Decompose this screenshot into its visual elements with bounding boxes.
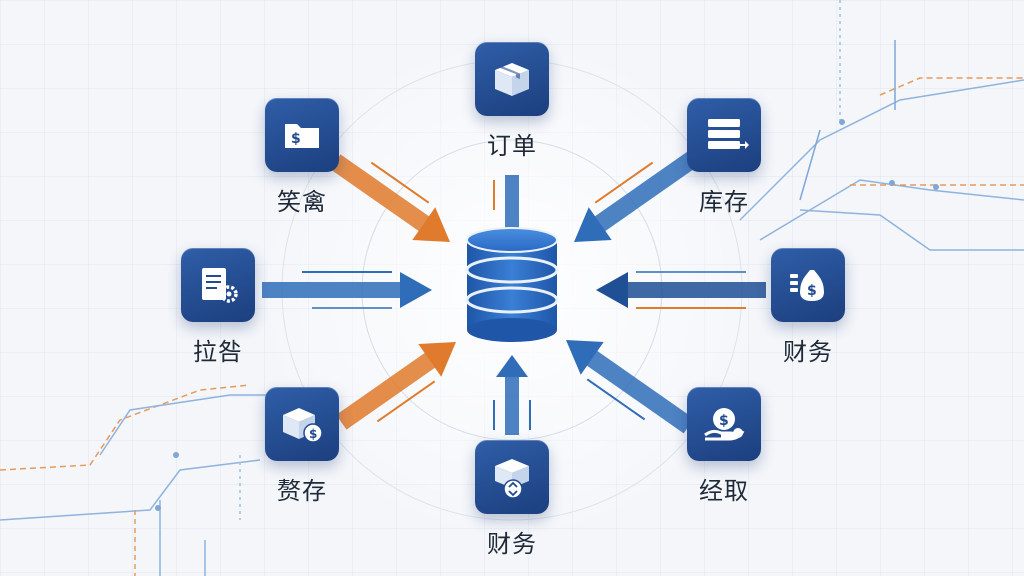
box-exchange-icon — [495, 459, 529, 499]
arrow-bottom-right — [566, 340, 695, 434]
node-top[interactable]: 订单 — [437, 42, 587, 161]
node-right-tile: $ — [771, 248, 845, 322]
arrow-top-left — [330, 154, 450, 242]
node-top-left-label: 笑禽 — [277, 188, 327, 216]
svg-text:$: $ — [291, 131, 301, 147]
circuit-lines-left — [0, 384, 290, 576]
box-icon — [495, 63, 529, 96]
node-bottom-left-label: 赘存 — [277, 477, 327, 505]
node-top-right-tile — [687, 98, 761, 172]
node-top-right-label: 库存 — [699, 188, 749, 216]
svg-text:$: $ — [719, 413, 729, 429]
arrow-bottom-left — [336, 342, 456, 430]
node-bottom-left[interactable]: $ 赘存 — [227, 387, 377, 506]
node-bottom[interactable]: 财务 — [437, 440, 587, 559]
arrow-bottom — [493, 355, 531, 435]
node-bottom-right-label: 经取 — [699, 477, 749, 505]
node-left-tile — [181, 248, 255, 322]
arrow-right — [596, 271, 766, 309]
coin-hand-icon: $ — [704, 408, 745, 441]
circuit-lines-right — [739, 0, 1024, 251]
folder-dollar-icon: $ — [285, 124, 319, 148]
node-bottom-tile — [475, 440, 549, 514]
node-top-left-tile: $ — [265, 98, 339, 172]
arrow-top-right — [574, 148, 703, 242]
document-gear-icon — [202, 268, 238, 303]
node-top-tile — [475, 42, 549, 116]
box-dollar-icon: $ — [283, 408, 323, 443]
database-icon — [465, 227, 559, 342]
node-bottom-right-tile: $ — [687, 387, 761, 461]
node-bottom-left-tile: $ — [265, 387, 339, 461]
node-bottom-label: 财务 — [487, 530, 537, 558]
svg-text:$: $ — [807, 283, 817, 299]
node-top-label: 订单 — [487, 132, 537, 160]
node-left[interactable]: 拉咎 — [143, 248, 293, 367]
node-right[interactable]: $ 财务 — [733, 248, 883, 367]
arrow-left — [262, 271, 432, 309]
node-left-label: 拉咎 — [193, 338, 243, 366]
node-top-left[interactable]: $ 笑禽 — [227, 98, 377, 217]
node-bottom-right[interactable]: $ 经取 — [649, 387, 799, 506]
node-top-right[interactable]: 库存 — [649, 98, 799, 217]
money-bag-icon: $ — [790, 270, 824, 301]
node-right-label: 财务 — [783, 338, 833, 366]
flow-arrows — [262, 148, 766, 435]
server-rack-icon — [708, 119, 749, 149]
svg-text:$: $ — [309, 427, 317, 441]
